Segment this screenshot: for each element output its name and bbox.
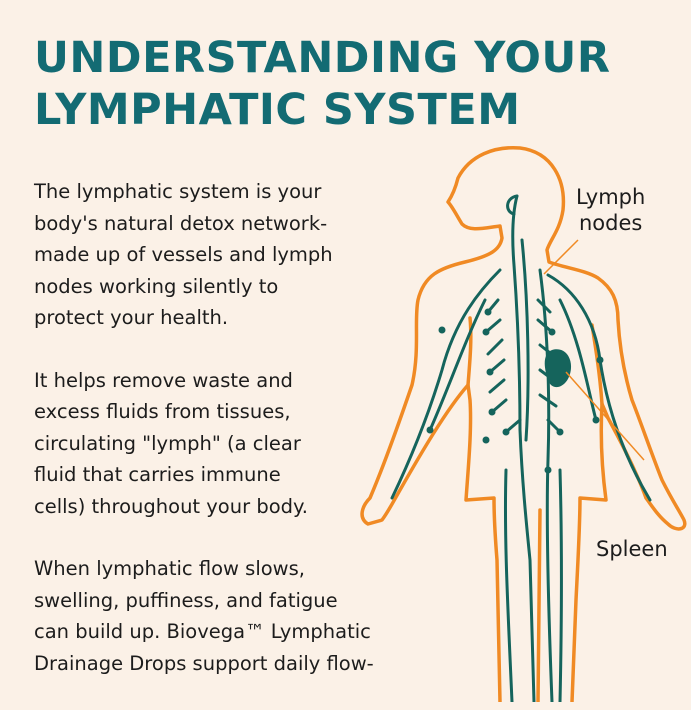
text-line: body's natural detox network- (34, 211, 328, 235)
text-line: circulating "lymph" (a clear (34, 431, 301, 455)
text-line: fluid that carries immune (34, 463, 281, 486)
lymph-node (488, 408, 496, 416)
left-leg-vessel (503, 468, 514, 702)
text-line: Drainage Drops support daily flow- (34, 651, 374, 675)
title-line-1: UNDERSTANDING YOUR (34, 33, 611, 83)
text-line: cells) throughout your body. (34, 494, 308, 518)
text-line: The lymphatic system is your (34, 180, 322, 203)
lymph-node (544, 466, 552, 474)
lymph-node (592, 416, 600, 424)
lymph-nodes-leader-line (543, 239, 579, 275)
text-line: nodes working silently to (34, 274, 279, 298)
text-line: protect your health. (34, 306, 229, 329)
title-line-2: LYMPHATIC SYSTEM (34, 85, 521, 135)
paragraph-2: It helps remove waste and excess fluids … (34, 365, 404, 523)
lymph-node (548, 328, 556, 336)
description: The lymphatic system is your body's natu… (34, 176, 404, 710)
branch (488, 378, 506, 394)
lymph-node (482, 436, 490, 444)
right-leg-vessel (558, 468, 563, 702)
lymph-node (486, 368, 494, 376)
central-vessel-2 (520, 238, 530, 442)
text-line: swelling, puffiness, and fatigue (34, 588, 338, 612)
text-line: When lymphatic flow slows, (34, 557, 305, 580)
branch (486, 338, 504, 356)
branch (538, 393, 558, 408)
lymph-nodes-label-line-1: Lymph (576, 185, 646, 209)
spleen-label: Spleen (596, 537, 668, 561)
text-line: can build up. Biovega™ Lymphatic (34, 620, 371, 643)
left-arm-vessel-2 (428, 298, 487, 432)
spleen-leader-line (565, 371, 645, 461)
spine-right-vessel (538, 268, 554, 702)
branch (536, 298, 552, 314)
text-line: made up of vessels and lymph (34, 243, 333, 266)
left-arm-vessel (390, 268, 502, 500)
lymph-nodes-label-line-2: nodes (578, 211, 643, 235)
lymph-node (482, 328, 490, 336)
human-body-diagram (360, 145, 687, 702)
lymph-node (426, 426, 434, 434)
lymph-node (556, 428, 564, 436)
leg-divide-line (536, 508, 542, 702)
paragraph-3: When lymphatic flow slows, swelling, puf… (34, 553, 404, 679)
page-title: UNDERSTANDING YOUR LYMPHATIC SYSTEM (34, 32, 610, 136)
lymph-node (596, 356, 604, 364)
text-line: excess fluids from tissues, (34, 400, 291, 423)
lymph-nodes-label: Lymph nodes (576, 184, 645, 236)
lymph-node (484, 308, 492, 316)
body-silhouette (360, 145, 687, 702)
lymph-node (438, 326, 446, 334)
right-arm-vessel-2 (558, 298, 598, 422)
spleen-organ (544, 349, 572, 388)
text-line: It helps remove waste and (34, 368, 293, 392)
lymph-node-dots (426, 308, 604, 474)
lymph-node (502, 428, 510, 436)
paragraph-1: The lymphatic system is your body's natu… (34, 176, 404, 334)
lymph-vessel-network (390, 194, 652, 702)
neck-loop (506, 194, 519, 216)
inner-arm-line-left (466, 316, 473, 387)
central-vessel (511, 194, 536, 702)
